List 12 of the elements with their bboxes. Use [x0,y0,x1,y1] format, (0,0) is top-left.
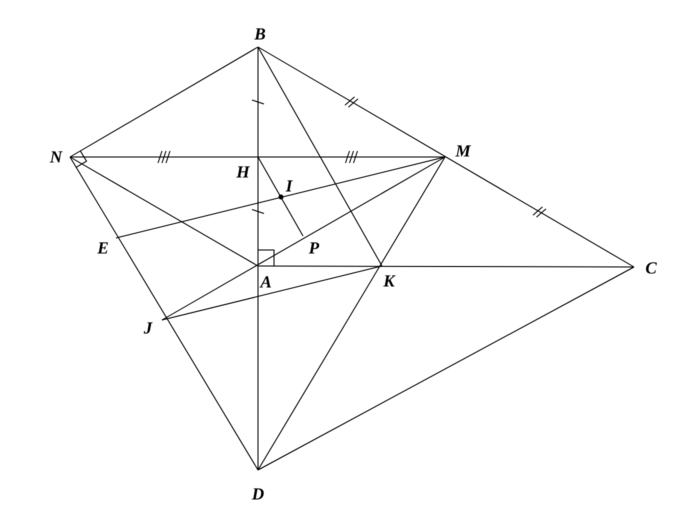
point-label: D [252,486,264,502]
point-label: J [144,320,152,336]
point-label: B [254,26,266,42]
point-label: C [645,260,657,276]
point-label: H [236,164,250,180]
point-label: N [50,148,62,166]
point-label: A [260,274,272,290]
point-label: M [455,142,471,160]
point-label: K [383,272,395,290]
point-label: I [286,178,292,194]
point-label: P [308,240,320,256]
point-label: E [97,240,109,256]
